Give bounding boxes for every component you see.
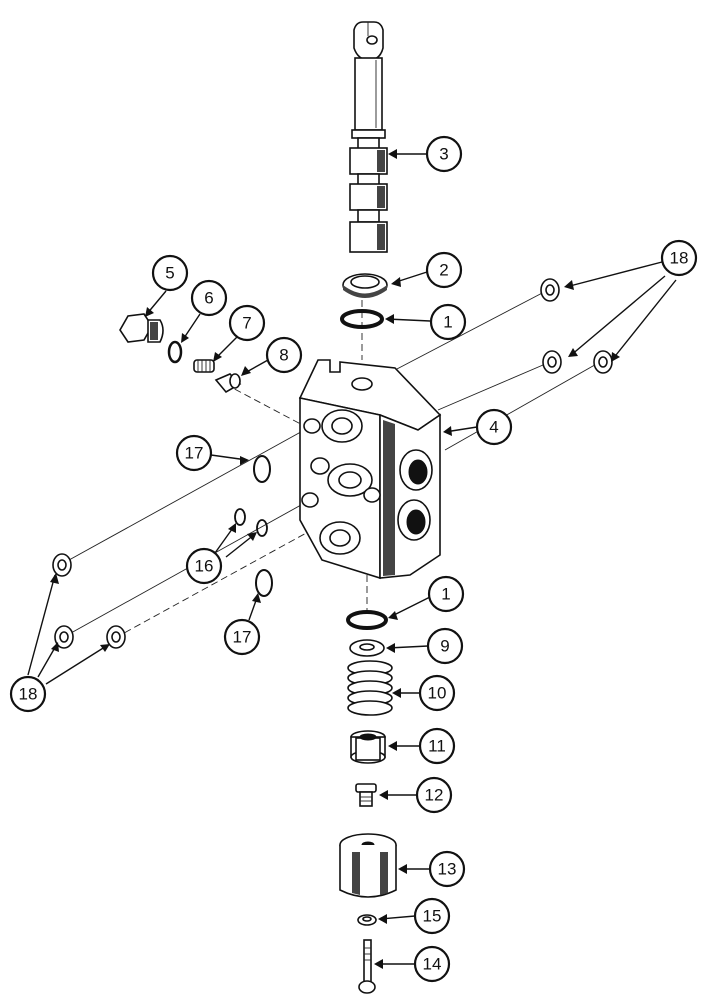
cap-part-13 (339, 833, 397, 898)
callout-label: 11 (428, 737, 446, 756)
callout-label: 2 (439, 261, 448, 280)
callout-17-upper: 17 (175, 434, 213, 472)
callout-label: 14 (423, 955, 442, 974)
washer-part-9 (349, 639, 385, 657)
callout-8: 8 (265, 336, 303, 374)
spring-part-10 (347, 660, 393, 716)
callout-16: 16 (185, 547, 223, 585)
callout-label: 1 (441, 585, 450, 604)
callout-label: 6 (204, 289, 213, 308)
o-ring-part-17-upper (253, 455, 271, 483)
arrowheads (50, 149, 620, 969)
callout-label: 18 (19, 685, 38, 704)
spring-part-7 (193, 359, 215, 373)
o-ring-part-16-b (256, 519, 268, 537)
callout-2: 2 (425, 251, 463, 289)
o-ring-part-1-lower (346, 610, 388, 630)
o-ring-part-16-a (234, 508, 246, 526)
callout-label: 13 (438, 860, 457, 879)
callout-17-lower: 17 (223, 618, 261, 656)
callout-3: 3 (425, 135, 463, 173)
seal-part-2 (342, 273, 388, 298)
screw-part-14 (358, 939, 376, 994)
alignment-lines (59, 289, 601, 639)
callout-label: 17 (233, 628, 252, 647)
callout-1-upper: 1 (429, 303, 467, 341)
washer-part-15 (357, 914, 377, 926)
callout-label: 10 (428, 684, 447, 703)
callout-5: 5 (151, 254, 189, 292)
o-ring-part-17-lower (255, 569, 273, 597)
spool-part-3 (349, 21, 388, 253)
callout-label: 1 (443, 313, 452, 332)
callout-label: 5 (165, 264, 174, 283)
callout-6: 6 (190, 279, 228, 317)
callout-9: 9 (426, 627, 464, 665)
poppet-part-8 (214, 373, 242, 394)
callout-14: 14 (413, 945, 451, 983)
o-ring-part-6 (167, 340, 183, 364)
callout-label: 8 (279, 346, 288, 365)
callout-18-upper: 18 (660, 239, 698, 277)
washers-part-18 (52, 278, 613, 649)
spring-seat-part-11 (350, 730, 386, 764)
callout-12: 12 (415, 776, 453, 814)
callout-18-lower: 18 (9, 675, 47, 713)
callout-10: 10 (418, 674, 456, 712)
callout-13: 13 (428, 850, 466, 888)
callout-7: 7 (228, 304, 266, 342)
callout-4: 4 (475, 408, 513, 446)
callout-label: 18 (670, 249, 689, 268)
callout-label: 3 (439, 145, 448, 164)
callout-15: 15 (413, 897, 451, 935)
callout-label: 4 (489, 418, 498, 437)
valve-body-part-4 (298, 359, 442, 580)
callout-11: 11 (418, 727, 456, 765)
o-ring-part-1-upper (340, 309, 384, 329)
plug-part-5 (119, 313, 164, 343)
callout-label: 9 (440, 637, 449, 656)
callout-label: 12 (425, 786, 444, 805)
callout-label: 7 (242, 314, 251, 333)
callout-1-lower: 1 (427, 575, 465, 613)
bolt-part-12 (355, 783, 377, 807)
callout-label: 17 (185, 444, 204, 463)
callout-label: 15 (423, 907, 442, 926)
callout-label: 16 (195, 557, 214, 576)
